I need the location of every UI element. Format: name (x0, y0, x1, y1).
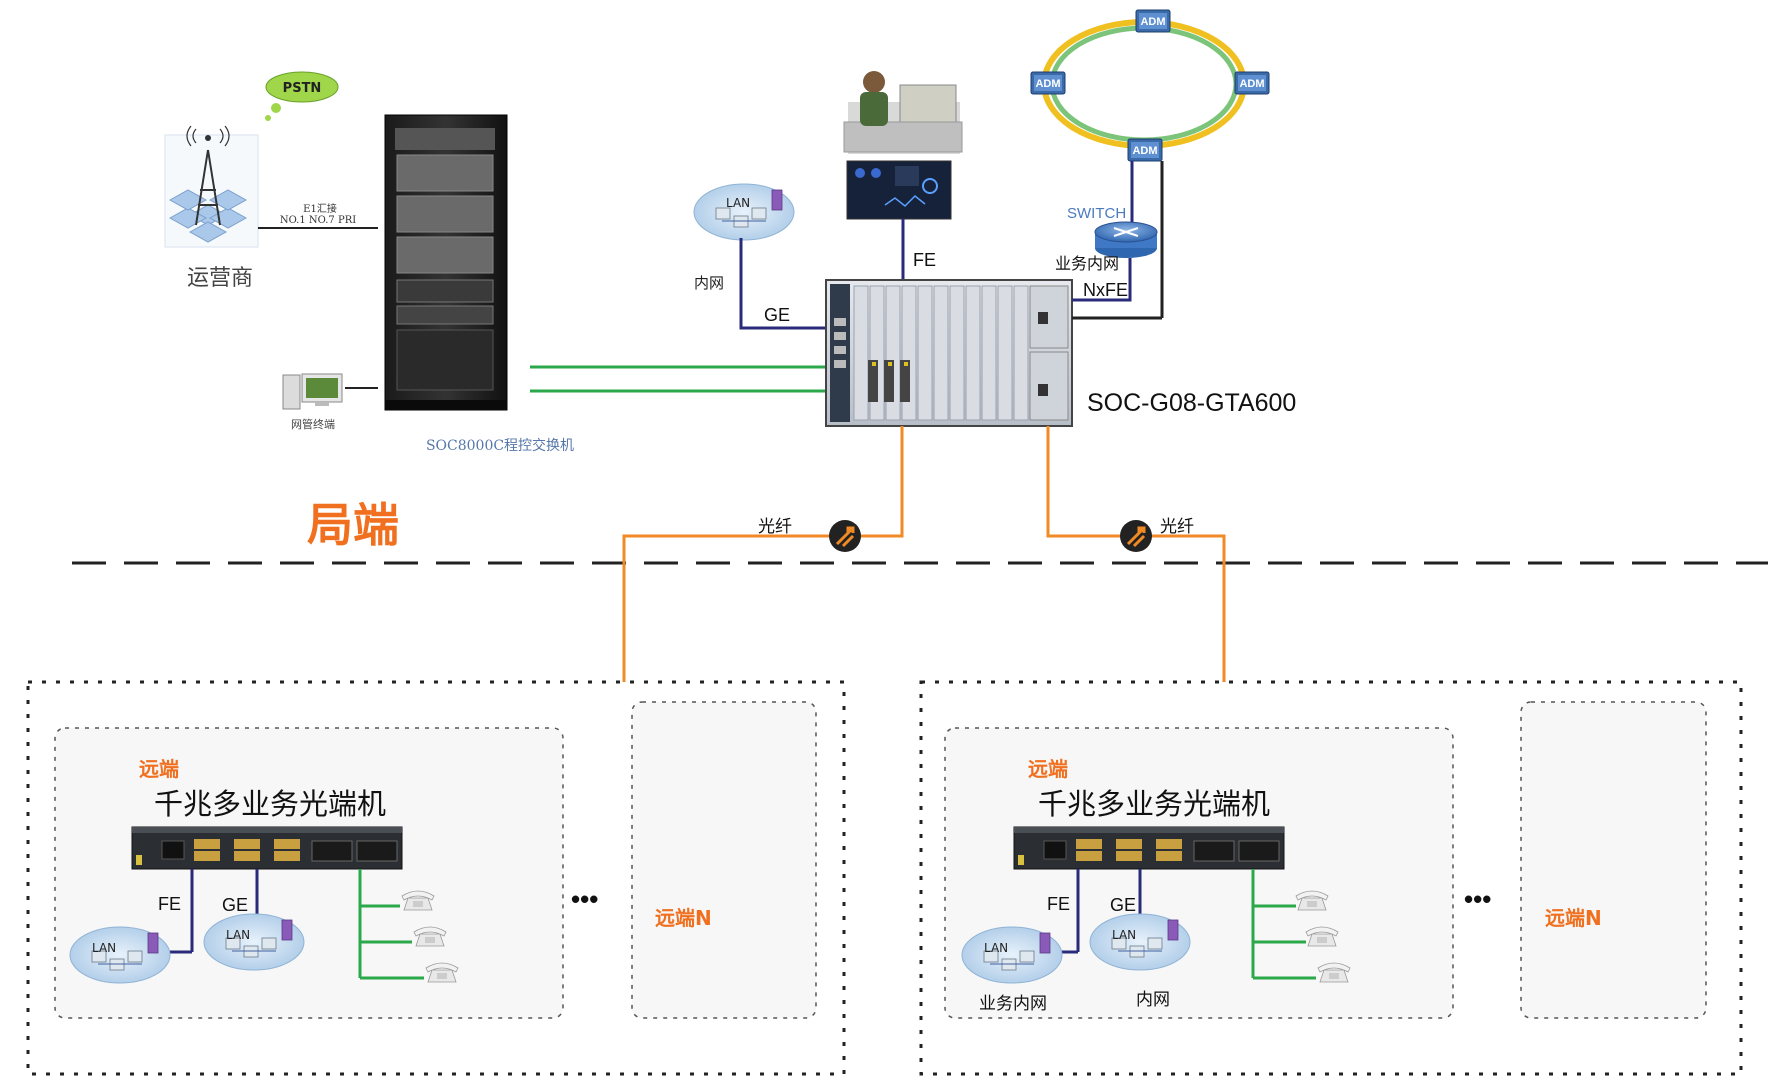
gta600-chassis (825, 279, 1073, 427)
lan-icon-left-1: LAN (69, 926, 171, 984)
switch-label: SWITCH (1067, 205, 1126, 222)
fe-label-right: FE (1047, 894, 1070, 914)
signaling-label: NO.1 NO.7 PRI (280, 215, 356, 226)
optical-terminal-left (131, 826, 403, 870)
remote-n-panel-left (631, 701, 817, 1019)
ge-label-left: GE (222, 895, 248, 915)
adm-label-left: ADM (1035, 78, 1060, 90)
remote-label-right: 远端 (1028, 757, 1068, 781)
pstn-label: PSTN (283, 81, 322, 96)
intranet-label-right: 内网 (1136, 990, 1170, 1010)
pstn-cloud: PSTN (265, 71, 339, 121)
operator-tower (164, 125, 259, 248)
terminal-label-right: 千兆多业务光端机 (1038, 787, 1270, 821)
adm-label-right: ADM (1239, 78, 1264, 90)
fe-label-left: FE (158, 894, 181, 914)
device-label: SOC-G08-GTA600 (1087, 389, 1296, 417)
nms-terminal-icon (282, 373, 343, 410)
terminal-label-left: 千兆多业务光端机 (154, 787, 386, 821)
business-net-label: 业务内网 (1055, 254, 1119, 273)
ge-label-right: GE (1110, 895, 1136, 915)
adm-icon: ADM (1030, 71, 1066, 95)
fiber-link-right (1046, 426, 1226, 682)
ellipsis-right: ••• (1464, 884, 1491, 914)
remote-n-label-left: 远端N (655, 906, 712, 930)
phone-icon (1305, 926, 1339, 947)
nms-terminal-label: 网管终端 (291, 417, 335, 431)
remote-group-left (26, 680, 846, 1076)
lan-label-right-2: LAN (1112, 928, 1136, 942)
fiber-arrow-icon (1120, 520, 1152, 552)
lan-label-left-2: LAN (226, 928, 250, 942)
lan-icon-left-2: LAN (203, 913, 305, 971)
fiber-arrow-icon (829, 520, 861, 552)
adm-icon: ADM (1135, 9, 1171, 33)
phone-lines-right (1251, 869, 1316, 980)
adm-icon: ADM (1234, 71, 1270, 95)
switch-icon (1094, 221, 1158, 258)
e1-label: E1汇接 (303, 202, 337, 215)
operator-label: 运营商 (187, 266, 253, 291)
phone-icon (413, 926, 447, 947)
remote-n-panel-right (1520, 701, 1707, 1019)
optical-terminal-right (1013, 826, 1285, 870)
adm-label-bottom: ADM (1132, 145, 1157, 157)
intranet-label: 内网 (694, 274, 724, 292)
phone-icon (401, 890, 435, 911)
adm-icon: ADM (1127, 138, 1163, 162)
lan-label-intranet: LAN (726, 196, 750, 210)
fiber-link-left (622, 426, 904, 682)
business-net-label-right: 业务内网 (979, 994, 1047, 1014)
nxfe-link (1072, 258, 1132, 302)
remote-n-label-right: 远端N (1545, 906, 1602, 930)
phone-icon (425, 962, 459, 983)
ge-label-intranet: GE (764, 305, 790, 325)
management-pc-icon (843, 71, 963, 220)
exchange-rack (384, 114, 508, 411)
nxfe-label: NxFE (1083, 280, 1128, 300)
fiber-label-right: 光纤 (1160, 517, 1194, 537)
fe-label-mgmt: FE (913, 250, 936, 270)
phone-icon (1295, 890, 1329, 911)
local-end-label: 局端 (307, 498, 399, 552)
sdh-ring: ADM ADM ADM ADM (1030, 9, 1270, 162)
remote-label-left: 远端 (139, 757, 179, 781)
phone-lines-left (358, 869, 424, 980)
lan-label-left-1: LAN (92, 941, 116, 955)
remote-group-right (919, 680, 1743, 1076)
intranet-lan-icon: LAN (693, 183, 795, 241)
ellipsis-left: ••• (571, 884, 598, 914)
adm-label-top: ADM (1140, 16, 1165, 28)
ge-link-intranet (739, 238, 826, 330)
exchange-label: SOC8000C程控交换机 (426, 437, 574, 454)
lan-icon-right-1: LAN (961, 926, 1063, 984)
lan-label-right-1: LAN (984, 941, 1008, 955)
phone-icon (1317, 962, 1351, 983)
fiber-label-left: 光纤 (758, 517, 792, 537)
lan-icon-right-2: LAN (1089, 913, 1191, 971)
